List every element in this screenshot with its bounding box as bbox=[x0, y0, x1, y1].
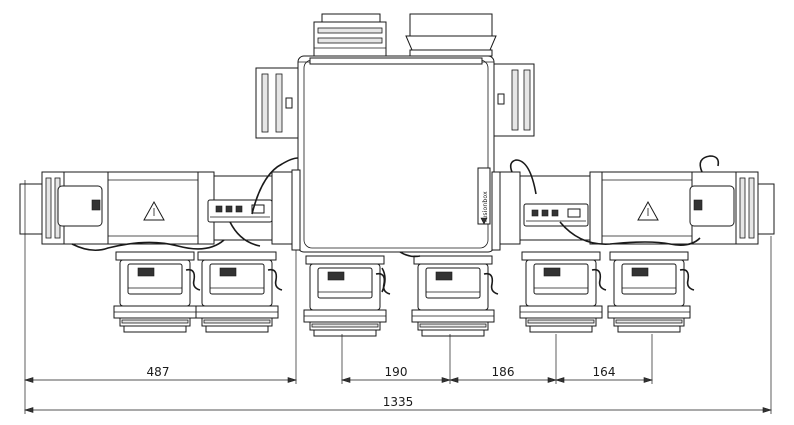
right-end-spigot bbox=[735, 171, 775, 245]
left-side-spigot bbox=[255, 67, 299, 139]
brand-label: fusionbox bbox=[482, 191, 489, 222]
left-branch bbox=[19, 157, 299, 333]
right-branch bbox=[499, 155, 775, 333]
dim-label-1335: 1335 bbox=[383, 395, 414, 409]
center-lower-valves bbox=[303, 251, 499, 337]
top-left-collar bbox=[313, 13, 387, 57]
right-side-spigot bbox=[493, 63, 535, 137]
left-end-spigot bbox=[19, 171, 65, 245]
dim-label-487: 487 bbox=[147, 365, 170, 379]
top-right-collar bbox=[405, 13, 497, 57]
dim-label-186: 186 bbox=[492, 365, 515, 379]
dim-label-164: 164 bbox=[593, 365, 616, 379]
central-unit: fusionbox bbox=[255, 13, 535, 253]
dim-label-190: 190 bbox=[385, 365, 408, 379]
dimension-lines: 487 190 186 164 1335 bbox=[23, 180, 773, 414]
